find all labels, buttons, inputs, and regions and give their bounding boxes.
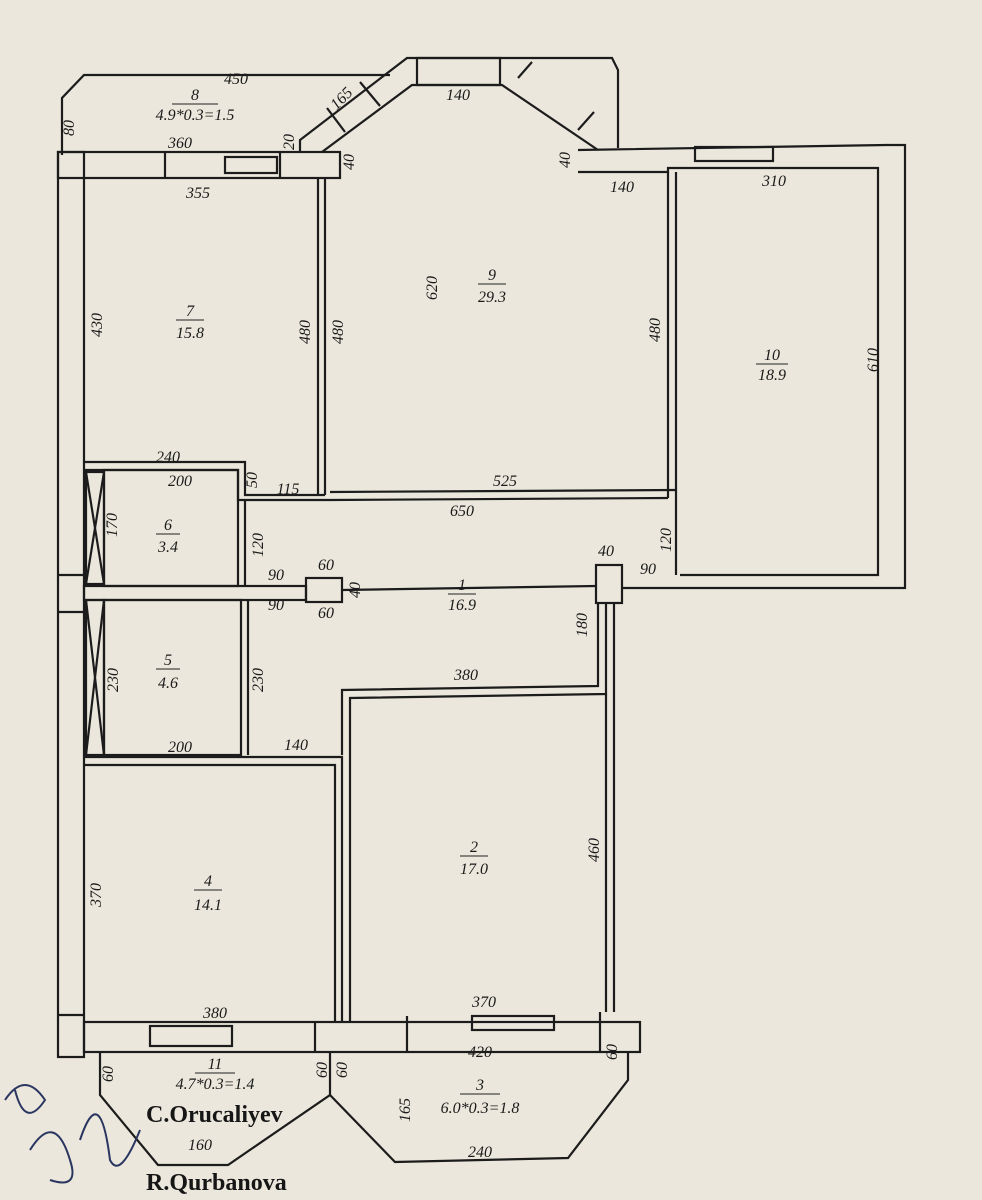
room-area: 14.1 <box>194 897 222 914</box>
dimension: 370 <box>88 883 105 908</box>
room-9: 929.3 <box>478 267 506 306</box>
dimension: 60 <box>318 605 334 622</box>
dimension: 165 <box>327 84 356 113</box>
room-number: 9 <box>488 267 496 284</box>
dimension: 60 <box>334 1062 351 1078</box>
dimension: 90 <box>268 567 284 584</box>
dimension: 60 <box>604 1044 621 1060</box>
dimension: 60 <box>314 1062 331 1078</box>
room-area: 16.9 <box>448 597 476 614</box>
dimension: 360 <box>167 135 192 152</box>
room-area: 3.4 <box>157 539 178 556</box>
dimension: 140 <box>284 737 308 754</box>
dimension-labels: 450 80 165 140 360 20 355 40 40 140 310 … <box>61 71 882 1161</box>
dimension: 120 <box>250 533 267 557</box>
dimension: 80 <box>61 120 78 136</box>
room-area: 29.3 <box>478 289 506 306</box>
dimension: 370 <box>471 994 496 1011</box>
dimension: 610 <box>865 348 882 372</box>
dimension: 140 <box>446 87 470 104</box>
dimension: 240 <box>156 449 180 466</box>
room-number: 6 <box>164 517 172 534</box>
dimension: 450 <box>224 71 248 88</box>
room-10: 10 18.9 <box>756 347 788 384</box>
dimension: 650 <box>450 503 474 520</box>
dimension: 310 <box>761 173 786 190</box>
room-area: 4.6 <box>158 675 178 692</box>
room-area: 18.9 <box>758 367 786 384</box>
dimension: 90 <box>640 561 656 578</box>
dimension: 355 <box>185 185 210 202</box>
room-5: 54.6 <box>156 652 180 692</box>
room-number: 1 <box>458 577 466 594</box>
room-7: 715.8 <box>176 303 204 342</box>
dimension: 60 <box>318 557 334 574</box>
dimension: 165 <box>397 1098 414 1122</box>
dimension: 460 <box>586 838 603 862</box>
room-6: 63.4 <box>156 517 180 556</box>
room-area: 6.0*0.3=1.8 <box>441 1100 520 1117</box>
dimension: 40 <box>347 582 364 598</box>
handwritten-signature <box>4 1084 141 1184</box>
dimension: 480 <box>647 318 664 342</box>
dimension: 20 <box>281 134 298 150</box>
room-1: 116.9 <box>448 577 476 614</box>
room-area: 17.0 <box>460 861 488 878</box>
signature-name-first: C.Orucaliyev <box>146 1102 283 1128</box>
room-area: 4.9*0.3=1.5 <box>156 107 235 124</box>
dimension: 170 <box>104 513 121 537</box>
walls <box>56 56 907 1167</box>
room-8: 8 4.9*0.3=1.5 <box>156 87 235 124</box>
dimension: 40 <box>341 154 358 170</box>
room-3: 3 6.0*0.3=1.8 <box>441 1077 520 1117</box>
room-labels: 116.9 217.0 36.0*0.3=1.8 414.1 54.6 63.4… <box>156 87 788 1117</box>
dimension: 230 <box>105 668 122 692</box>
dimension: 525 <box>493 473 517 490</box>
dimension: 40 <box>557 152 574 168</box>
dimension: 40 <box>598 543 614 560</box>
room-number: 10 <box>764 347 780 364</box>
room-number: 3 <box>475 1077 484 1094</box>
dimension: 140 <box>610 179 634 196</box>
signature-name-second: R.Qurbanova <box>146 1170 287 1196</box>
dimension: 115 <box>277 481 300 498</box>
room-number: 8 <box>191 87 199 104</box>
dimension: 50 <box>244 472 261 488</box>
dimension: 90 <box>268 597 284 614</box>
room-number: 7 <box>186 303 195 320</box>
room-number: 5 <box>164 652 172 669</box>
dimension: 480 <box>297 320 314 344</box>
signatures: C.Orucaliyev R.Qurbanova <box>4 1084 287 1196</box>
dimension: 230 <box>250 668 267 692</box>
dimension: 160 <box>188 1137 212 1154</box>
dimension: 430 <box>89 313 106 337</box>
room-area: 15.8 <box>176 325 204 342</box>
dimension: 120 <box>658 528 675 552</box>
room-4: 414.1 <box>194 873 222 914</box>
dimension: 480 <box>330 320 347 344</box>
dimension: 420 <box>468 1044 492 1061</box>
room-2: 217.0 <box>460 839 488 878</box>
dimension: 620 <box>424 276 441 300</box>
dimension: 200 <box>168 473 192 490</box>
room-11: 11 4.7*0.3=1.4 <box>176 1056 255 1093</box>
dimension: 380 <box>202 1005 227 1022</box>
room-number: 4 <box>204 873 212 890</box>
room-number: 2 <box>470 839 478 856</box>
dimension: 200 <box>168 739 192 756</box>
dimension: 60 <box>100 1066 117 1082</box>
dimension: 380 <box>453 667 478 684</box>
dimension: 180 <box>574 613 591 637</box>
dimension: 240 <box>468 1144 492 1161</box>
room-number: 11 <box>208 1056 223 1073</box>
room-area: 4.7*0.3=1.4 <box>176 1076 255 1093</box>
